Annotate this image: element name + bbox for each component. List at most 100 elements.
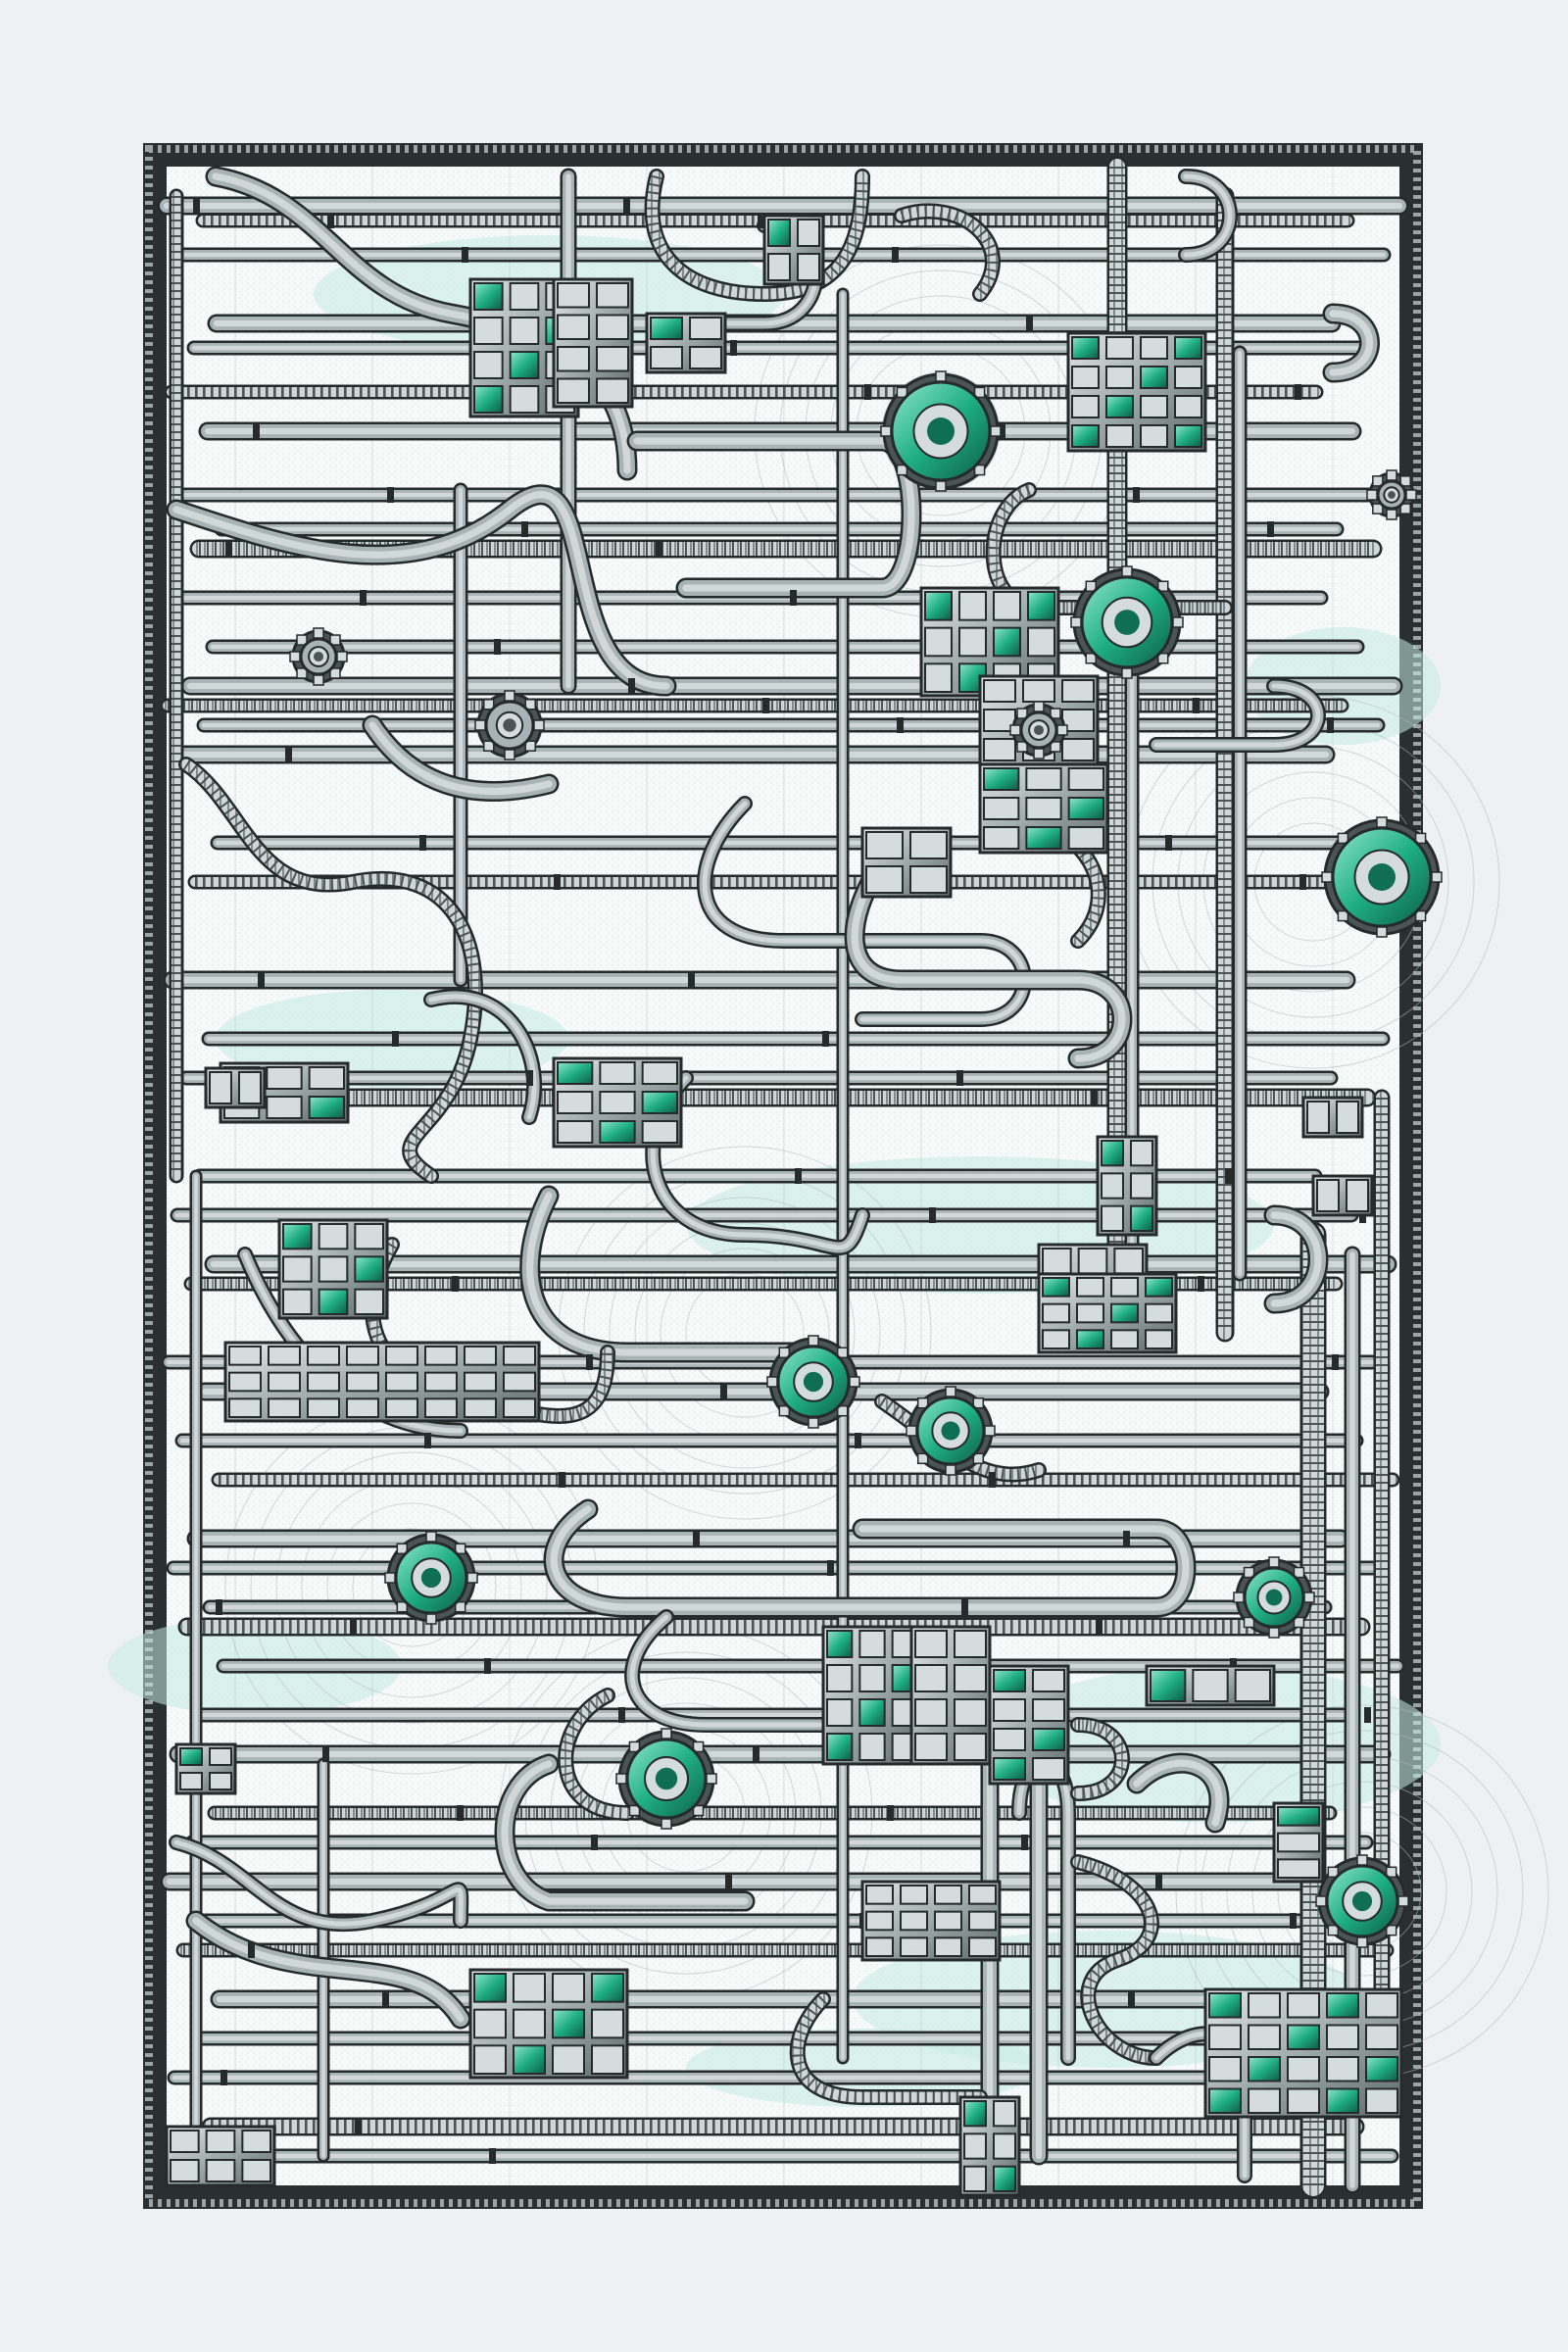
block-panel — [1071, 424, 1100, 448]
pipe-coupling — [855, 1433, 861, 1448]
valve-bolt — [661, 1818, 672, 1830]
block-panel — [993, 1728, 1026, 1751]
block-panel — [509, 282, 540, 311]
pipe-coupling — [1225, 1168, 1232, 1184]
valve-hub — [420, 1567, 442, 1589]
block-panel — [968, 1885, 997, 1905]
pipe-coupling — [628, 678, 635, 694]
valve-bolt — [1414, 909, 1427, 922]
pipe-coupling — [1165, 835, 1172, 851]
valve-bolt — [896, 386, 908, 399]
block-panel — [385, 1346, 418, 1366]
block-panel — [1025, 797, 1062, 820]
pipe-coupling — [822, 1031, 829, 1047]
block-panel — [552, 1973, 585, 2003]
block-panel — [1248, 2056, 1281, 2082]
block-panel — [1277, 1832, 1320, 1853]
block-panel — [503, 1397, 536, 1419]
block-panel — [1287, 2056, 1320, 2082]
block-panel — [170, 2130, 200, 2153]
valve-bolt — [1172, 616, 1184, 628]
valve-bolt — [466, 1572, 478, 1584]
block-panel — [238, 1071, 262, 1104]
valve-bolt — [1327, 1866, 1340, 1879]
pipe-coupling — [253, 423, 260, 439]
block-panel — [934, 1885, 962, 1905]
valve-hub — [1388, 491, 1396, 499]
pipe-highlight — [702, 801, 1027, 1022]
valve-bolt — [1016, 708, 1028, 719]
pipe-coupling — [730, 340, 737, 356]
block-panel — [1076, 1277, 1104, 1298]
pipe-coupling — [1299, 874, 1306, 890]
block-panel — [641, 1061, 679, 1085]
pipe-highlight — [851, 858, 1126, 1062]
pipe-coupling — [392, 1031, 399, 1047]
block-panel — [473, 1973, 507, 2003]
block-panel — [473, 2044, 507, 2075]
pipe-coupling — [216, 1599, 222, 1615]
valve-bolt — [880, 425, 892, 437]
pipe-highlight — [368, 721, 553, 796]
pipe-ribs — [878, 1396, 1041, 1480]
block-panel — [557, 282, 590, 309]
valve-bolt — [628, 1740, 641, 1753]
block-panel — [1316, 1179, 1340, 1212]
block-panel — [858, 1698, 886, 1727]
block-panel — [1076, 1329, 1104, 1350]
block-panel — [993, 2132, 1016, 2160]
valve-bolt — [396, 1543, 409, 1555]
block-panel — [1287, 2087, 1320, 2114]
valve-bolt — [692, 1740, 705, 1753]
block-panel — [641, 1091, 679, 1114]
block-panel — [557, 1091, 594, 1114]
block-panel — [464, 1346, 497, 1366]
block-panel — [767, 219, 791, 247]
valve-bolt — [990, 425, 1002, 437]
block-panel — [1145, 1302, 1173, 1324]
block-panel — [1042, 1329, 1070, 1350]
valve-bolt — [524, 699, 536, 710]
valve-bolt — [1414, 832, 1427, 845]
valve-hub — [1351, 1890, 1373, 1912]
block-panel — [993, 2165, 1016, 2193]
block-panel — [209, 1772, 232, 1790]
block-panel — [1140, 424, 1168, 448]
pipe-ribs — [560, 1690, 628, 1819]
valve-bolt — [935, 370, 947, 382]
block-panel — [1248, 2087, 1281, 2114]
block-panel — [354, 1288, 385, 1315]
block-panel — [591, 2008, 624, 2039]
valve-bolt — [313, 627, 324, 639]
block-panel — [307, 1346, 340, 1366]
valve-bolt — [1233, 1592, 1245, 1603]
valve-bolt — [1268, 1556, 1280, 1568]
pipe-coupling — [887, 1805, 894, 1821]
block-panel — [1326, 2087, 1359, 2114]
pipe-coupling — [225, 541, 232, 557]
pipe-coupling — [387, 487, 394, 503]
block-panel — [464, 1397, 497, 1419]
block-panel — [346, 1371, 379, 1393]
block-panel — [596, 314, 629, 340]
block-panel — [1105, 395, 1134, 418]
valve-bolt — [808, 1417, 819, 1429]
valve-hub — [1265, 1589, 1283, 1606]
valve-layer — [289, 370, 1443, 1948]
block-panel — [963, 2100, 987, 2128]
pipe-coupling — [961, 1599, 968, 1615]
valve-bolt — [1050, 741, 1061, 753]
block-panel — [228, 1397, 262, 1419]
ripple-ring — [1277, 1806, 1447, 1977]
valve-bolt — [661, 1728, 672, 1740]
pipe-highlight — [172, 491, 670, 690]
block-panel — [307, 1397, 340, 1419]
valve-bolt — [1085, 580, 1097, 592]
block-panel — [924, 626, 953, 658]
pipe-coupling — [1267, 521, 1274, 537]
block-panel — [858, 1733, 886, 1761]
valve-bolt — [1337, 909, 1349, 922]
block-panel — [503, 1371, 536, 1393]
valve-bolt — [849, 1376, 860, 1388]
